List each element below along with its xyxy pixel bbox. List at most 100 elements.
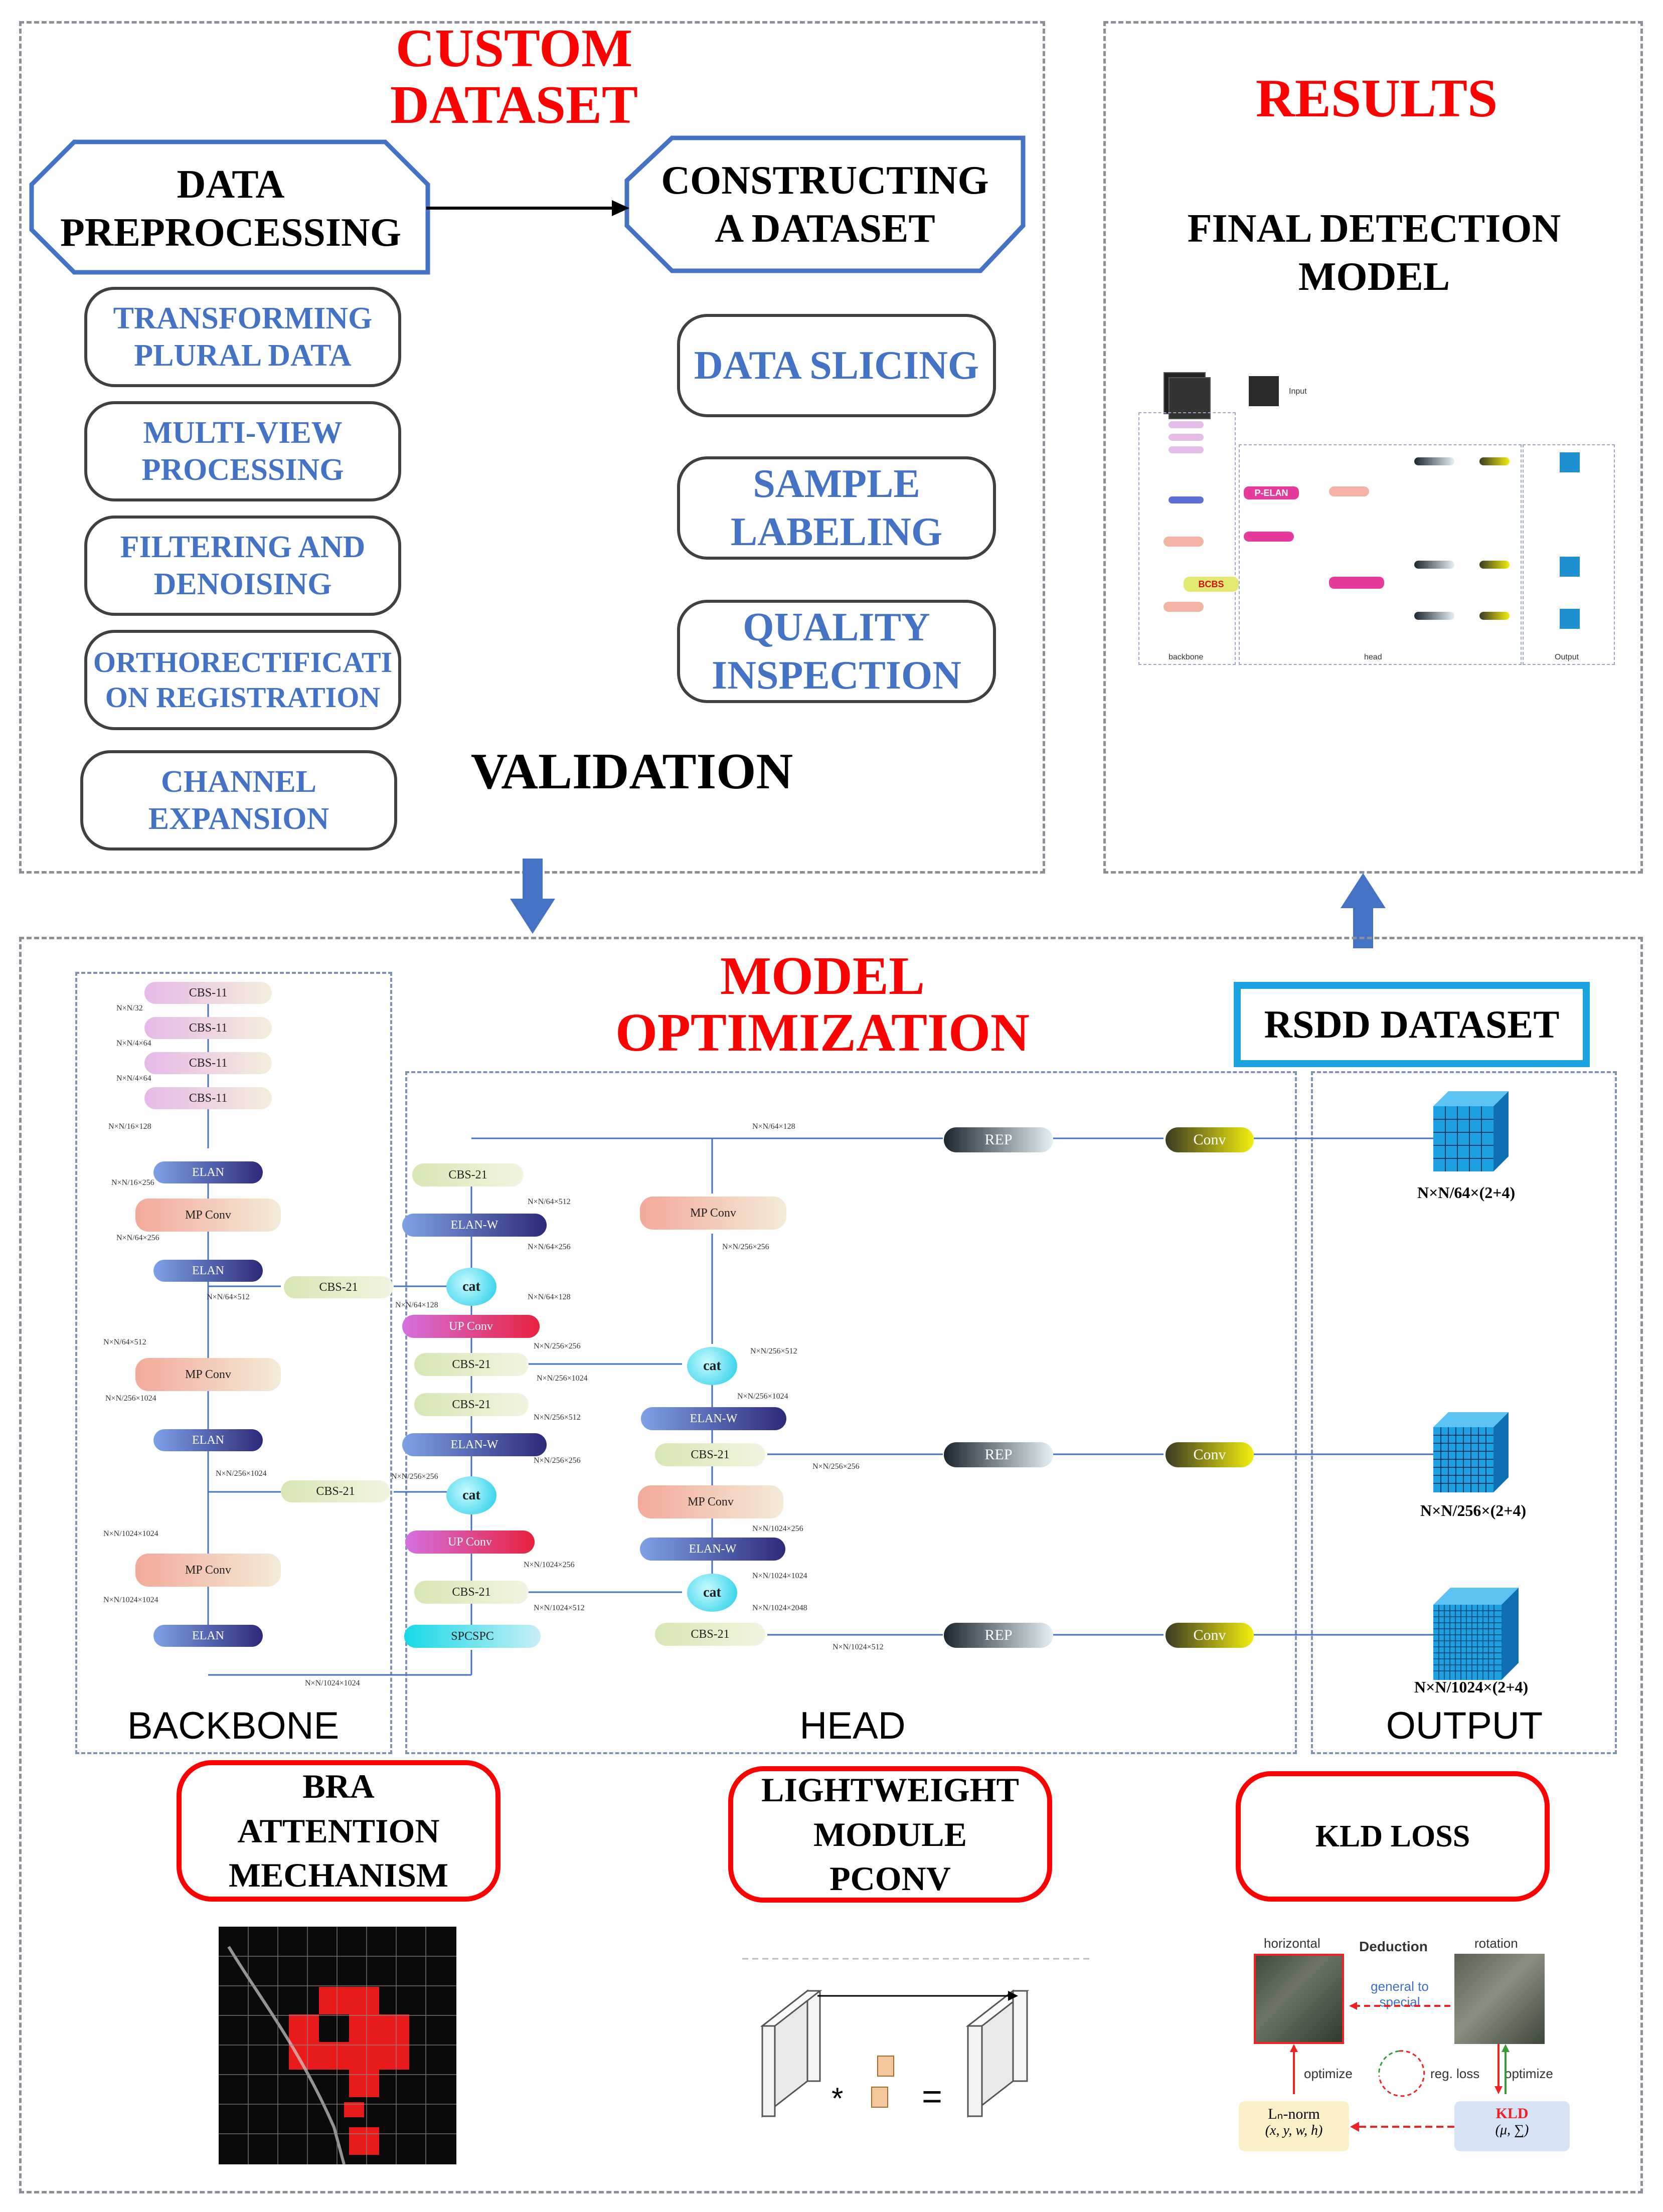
- thumb-pelan: P-ELAN: [1244, 486, 1299, 499]
- rep-3: REP: [944, 1623, 1053, 1648]
- kld-rotation-image: [1454, 1954, 1545, 2044]
- output-label-1: N×N/64×(2+4): [1417, 1183, 1516, 1202]
- dim-h10: N×N/1024×256: [524, 1561, 575, 1569]
- step-quality-inspection: QUALITY INSPECTION: [677, 600, 996, 703]
- head-label: HEAD: [799, 1705, 906, 1747]
- dim-b1: N×N/32: [116, 1004, 143, 1012]
- backbone-cbs11-3: CBS-11: [144, 1052, 272, 1074]
- model-optimization-panel: [19, 937, 1643, 2193]
- output-cube-1: [1433, 1091, 1509, 1171]
- head-cat-2: cat: [446, 1476, 496, 1514]
- dim-h20: N×N/64×128: [395, 1301, 438, 1309]
- step-orthorectification-registration: ORTHORECTIFICATI ON REGISTRATION: [84, 630, 401, 730]
- conv-1: Conv: [1166, 1127, 1254, 1152]
- step-sample-labeling: SAMPLE LABELING: [677, 456, 996, 560]
- dim-b9: N×N/256×1024: [105, 1394, 156, 1403]
- dim-h6: N×N/256×1024: [537, 1374, 588, 1383]
- dim-h2: N×N/64×512: [528, 1198, 571, 1206]
- dim-h11: N×N/1024×512: [534, 1604, 585, 1612]
- kld-rotation-label: rotation: [1474, 1936, 1518, 1951]
- head-cat-4: cat: [687, 1574, 737, 1612]
- preprocessing-to-dataset-arrow: [426, 200, 629, 216]
- head-cbs21-3: CBS-21: [414, 1393, 529, 1416]
- backbone-cbs11-2: CBS-11: [144, 1017, 272, 1039]
- output-label: OUTPUT: [1386, 1705, 1543, 1747]
- validation-down-arrow: [510, 859, 555, 934]
- dim-h14: N×N/256×256: [812, 1462, 860, 1471]
- results-panel: [1103, 21, 1643, 874]
- backbone-cbs21-1: CBS-21: [284, 1276, 393, 1298]
- head-up-conv-1: UP Conv: [402, 1315, 540, 1338]
- rep-2: REP: [944, 1442, 1053, 1467]
- kld-box-vars: (μ, ∑): [1495, 2122, 1529, 2138]
- step-channel-expansion: CHANNEL EXPANSION: [80, 750, 397, 850]
- rsdd-dataset-label: RSDD DATASET: [1264, 1002, 1560, 1046]
- kld-horizontal-image: [1254, 1954, 1344, 2044]
- head-cbs21-5: CBS-21: [655, 1443, 765, 1466]
- dim-h4: N×N/64×128: [528, 1293, 571, 1301]
- pconv-module-box: LIGHTWEIGHT MODULE PCONV: [728, 1766, 1052, 1903]
- kld-lnorm-box: Lₙ-norm (x, y, w, h): [1239, 2101, 1349, 2151]
- thumb-bcbs: BCBS: [1184, 577, 1239, 592]
- head-cbs21-6: CBS-21: [655, 1623, 765, 1646]
- head-mp-conv-1: MP Conv: [640, 1197, 786, 1230]
- dim-b12: N×N/1024×1024: [103, 1596, 158, 1604]
- thumb-head-label: head: [1364, 653, 1382, 661]
- conv-2: Conv: [1166, 1442, 1254, 1467]
- head-panel: [405, 1071, 1297, 1754]
- backbone-label: BACKBONE: [127, 1705, 340, 1747]
- output-label-2: N×N/256×(2+4): [1420, 1501, 1527, 1519]
- pconv-star: *: [832, 2082, 844, 2115]
- output-cube-3: [1433, 1588, 1519, 1680]
- kld-box-label: KLD: [1495, 2105, 1529, 2122]
- dim-h17: N×N/1024×2048: [752, 1604, 807, 1612]
- output-panel: [1311, 1071, 1617, 1754]
- backbone-mp-conv-3: MP Conv: [135, 1554, 281, 1587]
- dim-b5: N×N/16×256: [111, 1178, 154, 1187]
- dim-h16: N×N/1024×1024: [752, 1572, 807, 1580]
- head-cat-3: cat: [687, 1347, 737, 1385]
- results-up-arrow: [1341, 873, 1386, 948]
- step-data-slicing: DATA SLICING: [677, 314, 996, 417]
- backbone-elan-1: ELAN: [153, 1161, 263, 1183]
- step-multi-view-processing: MULTI-VIEW PROCESSING: [84, 401, 401, 501]
- pconv-illustration: [742, 1958, 1093, 2118]
- dim-h3: N×N/64×256: [528, 1243, 571, 1251]
- kld-optimize-1: optimize: [1304, 2066, 1353, 2081]
- dim-h1: N×N/64×128: [752, 1122, 795, 1131]
- head-cbs21-2: CBS-21: [414, 1353, 529, 1376]
- rep-1: REP: [944, 1127, 1053, 1152]
- head-elanw-4: ELAN-W: [640, 1538, 785, 1561]
- dim-h19: N×N/256×256: [391, 1472, 438, 1481]
- step-transforming-plural-data: TRANSFORMING PLURAL DATA: [84, 287, 401, 387]
- backbone-elan-3: ELAN: [153, 1429, 263, 1451]
- head-elanw-2: ELAN-W: [402, 1433, 547, 1456]
- results-title: RESULTS: [1255, 69, 1498, 128]
- dim-b2: N×N/4×64: [116, 1039, 151, 1048]
- kld-deduction-label: Deduction: [1359, 1939, 1428, 1954]
- conv-3: Conv: [1166, 1623, 1254, 1648]
- dim-b11: N×N/1024×1024: [103, 1529, 158, 1538]
- dim-b3: N×N/4×64: [116, 1074, 151, 1083]
- kld-diagram: horizontal Deduction rotation general to…: [1234, 1936, 1580, 2166]
- backbone-mp-conv-1: MP Conv: [135, 1199, 281, 1232]
- dim-h15: N×N/1024×256: [752, 1524, 803, 1533]
- thumb-input-label: Input: [1289, 387, 1307, 396]
- model-optimization-title: MODEL OPTIMIZATION: [615, 946, 1030, 1063]
- dim-h18: N×N/1024×512: [833, 1643, 884, 1651]
- kld-loss-box: KLD LOSS: [1236, 1771, 1550, 1902]
- kld-box: KLD (μ, ∑): [1454, 2101, 1570, 2151]
- constructing-dataset-label: CONSTRUCTING A DATASET: [661, 158, 989, 251]
- dim-h12: N×N/256×512: [750, 1347, 797, 1355]
- data-preprocessing-shape: [29, 139, 430, 275]
- dim-b7: N×N/64×512: [103, 1338, 146, 1346]
- head-elanw-1: ELAN-W: [402, 1214, 547, 1237]
- thumb-backbone-label: backbone: [1169, 653, 1204, 661]
- dim-b10: N×N/256×1024: [216, 1469, 267, 1478]
- head-spcspc: SPCSPC: [404, 1625, 541, 1648]
- kld-optimize-2: optimize: [1505, 2066, 1553, 2081]
- dim-b4: N×N/16×128: [108, 1122, 151, 1131]
- dim-h9: N×N/256×256: [722, 1243, 769, 1251]
- dim-b8: N×N/64×512: [207, 1293, 250, 1301]
- head-up-conv-2: UP Conv: [405, 1530, 535, 1554]
